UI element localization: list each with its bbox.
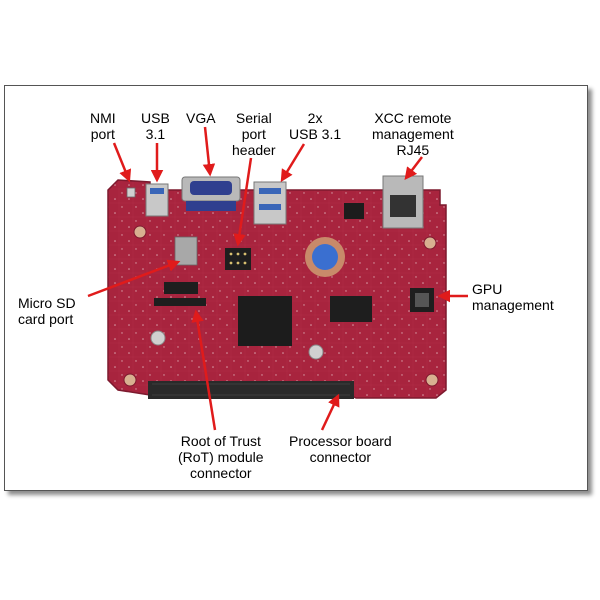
bmc-chip bbox=[238, 296, 292, 346]
callout-arrows bbox=[87, 126, 468, 431]
serial-port-header bbox=[225, 248, 251, 270]
rot-connector bbox=[154, 298, 206, 306]
connector-pins bbox=[152, 383, 350, 396]
mounting-holes bbox=[123, 225, 439, 387]
micro-sd-slot bbox=[174, 236, 198, 266]
chip-small bbox=[344, 203, 364, 219]
header-strip bbox=[164, 282, 198, 294]
processor-board-connector bbox=[148, 381, 354, 399]
label-vga: VGA bbox=[186, 110, 216, 126]
nmi-button bbox=[126, 187, 136, 198]
m2-connector bbox=[330, 296, 372, 322]
